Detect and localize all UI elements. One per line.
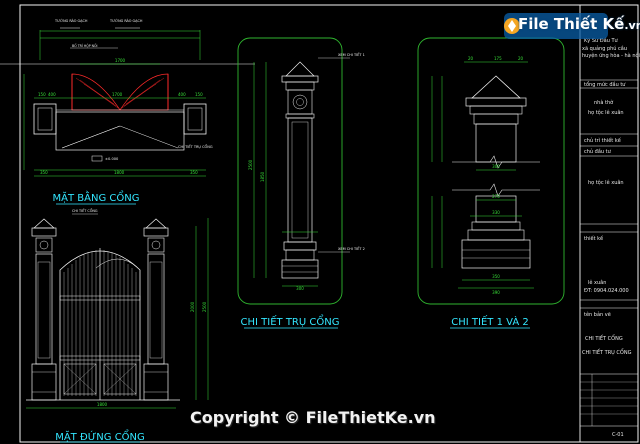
- tb-line-0: Kỹ Sư Đầu Tư: [584, 36, 619, 44]
- tb-line-13: CHI TIẾT CỔNG: [585, 334, 623, 342]
- tb-line-3: tổng mức đầu tư: [584, 80, 626, 88]
- svg-text:350: 350: [40, 170, 48, 175]
- tb-line-8: họ tộc lê xuân: [588, 179, 624, 186]
- elev-pillar-left: [31, 218, 57, 401]
- tb-line-2: huyện ứng hòa - hà nội: [582, 52, 640, 59]
- plan-label-wall: TƯỜNG RÀO GẠCH: [54, 18, 88, 23]
- logo-emblem-icon: [504, 13, 608, 39]
- detail-panel: [417, 37, 565, 305]
- svg-text:CHI TIẾT TRỤ CỔNG: CHI TIẾT TRỤ CỔNG: [178, 143, 213, 149]
- tb-sheet-number: C-01: [612, 432, 624, 438]
- svg-text:1800: 1800: [114, 170, 125, 175]
- detail-1-2-title: CHI TIẾT 1 VÀ 2: [451, 314, 528, 328]
- plan-pillar-left: [33, 103, 57, 135]
- tb-line-4: nhà thờ: [594, 99, 614, 106]
- svg-text:150: 150: [38, 92, 46, 97]
- pillar-dim-shaft: 1850: [260, 171, 265, 182]
- elev-pillar-right: [143, 218, 169, 401]
- gate-swing-hatch: [71, 73, 121, 111]
- tb-line-11: ĐT: 0904.024.000: [584, 288, 629, 294]
- plan-dim-top: 1700: [115, 58, 126, 63]
- plan-label-wall-2: TƯỜNG RÀO GẠCH: [109, 18, 143, 23]
- svg-text:175: 175: [494, 56, 502, 61]
- tb-line-12: tên bản vẽ: [584, 311, 611, 318]
- pillar-callout-2: XEM CHI TIẾT 2: [338, 245, 365, 251]
- pillar-dim-width: 300: [296, 286, 304, 291]
- elevation-view[interactable]: CHI TIẾT CỔNG 2000 2500 1800 MẶT ĐỨNG CỔ…: [26, 207, 209, 443]
- svg-text:150: 150: [195, 92, 203, 97]
- pillar-detail-title: CHI TIẾT TRỤ CỔNG: [241, 313, 340, 328]
- pillar-detail-panel: [237, 37, 343, 305]
- svg-text:330: 330: [492, 210, 500, 215]
- svg-text:350: 350: [190, 170, 198, 175]
- tb-line-7: chủ đầu tư: [584, 147, 612, 155]
- svg-text:CHI TIẾT CỔNG: CHI TIẾT CỔNG: [72, 207, 98, 213]
- pillar-callout-1: XEM CHI TIẾT 1: [338, 51, 365, 57]
- svg-text:390: 390: [492, 290, 500, 295]
- detail-1-2-view[interactable]: 20 175 20 300 270 330 350 390: [417, 37, 565, 329]
- plan-view[interactable]: TƯỜNG RÀO GẠCH TƯỜNG RÀO GẠCH 1700 BỐ TR…: [0, 18, 255, 205]
- svg-text:20: 20: [518, 56, 524, 61]
- copyright-watermark: Copyright © FileThietKe.vn: [190, 408, 436, 427]
- plan-view-title: MẶT BẰNG CỔNG: [53, 189, 140, 204]
- elev-dim-width: 1800: [97, 402, 108, 407]
- logo-text: File Thiết Kế.vn: [518, 15, 640, 33]
- svg-text:300: 300: [492, 164, 500, 169]
- svg-text:400: 400: [48, 92, 56, 97]
- title-block[interactable]: Kỹ Sư Đầu Tư xã quảng phú cầu huyện ứng …: [579, 4, 640, 443]
- svg-text:350: 350: [492, 274, 500, 279]
- tb-line-9: thiết kế: [584, 235, 604, 242]
- tb-line-6: chủ trì thiết kế: [584, 137, 622, 144]
- elevation-title: MẶT ĐỨNG CỔNG: [55, 428, 145, 443]
- tb-line-5: họ tộc lê xuân: [588, 109, 624, 116]
- svg-text:BỐ TRÍ HỘP NỐI: BỐ TRÍ HỘP NỐI: [72, 43, 98, 48]
- drawing-frame: [19, 4, 639, 443]
- tb-line-14: CHI TIẾT TRỤ CỔNG: [582, 348, 632, 356]
- plan-pillar-right: [183, 103, 207, 135]
- pillar-dim-total: 2500: [248, 159, 253, 170]
- filethietke-logo[interactable]: File Thiết Kế.vn: [500, 10, 640, 42]
- elev-dim-height-1: 2000: [190, 301, 195, 312]
- plan-level: ±0.000: [105, 157, 119, 161]
- svg-text:1700: 1700: [112, 92, 123, 97]
- svg-text:270: 270: [492, 194, 500, 199]
- tb-line-10: lê xuân: [588, 279, 606, 286]
- svg-text:20: 20: [468, 56, 474, 61]
- svg-text:400: 400: [178, 92, 186, 97]
- pillar-detail-view[interactable]: XEM CHI TIẾT 1 XEM CHI TIẾT 2 2500 1850 …: [237, 37, 365, 329]
- elev-dim-height-2: 2500: [202, 301, 207, 312]
- tb-line-1: xã quảng phú cầu: [582, 44, 627, 52]
- elev-gate: [59, 248, 141, 400]
